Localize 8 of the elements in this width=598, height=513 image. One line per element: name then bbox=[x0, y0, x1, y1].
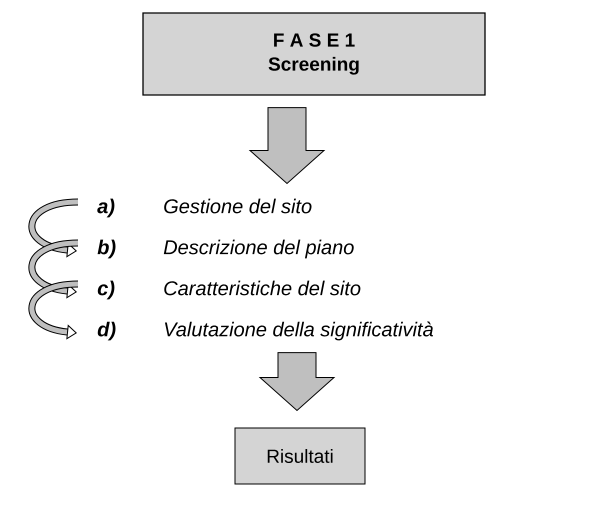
header-box: F A S E 1 Screening bbox=[142, 12, 486, 96]
list-item: d) Valutazione della significatività bbox=[98, 322, 434, 340]
list-item: b) Descrizione del piano bbox=[98, 240, 354, 258]
list-item: c) Caratteristiche del sito bbox=[98, 280, 360, 300]
result-box: Risultati bbox=[234, 428, 366, 484]
block-arrow bbox=[248, 107, 326, 184]
block-arrow bbox=[258, 352, 336, 412]
list-item: a) Gestione del sito bbox=[97, 198, 312, 218]
